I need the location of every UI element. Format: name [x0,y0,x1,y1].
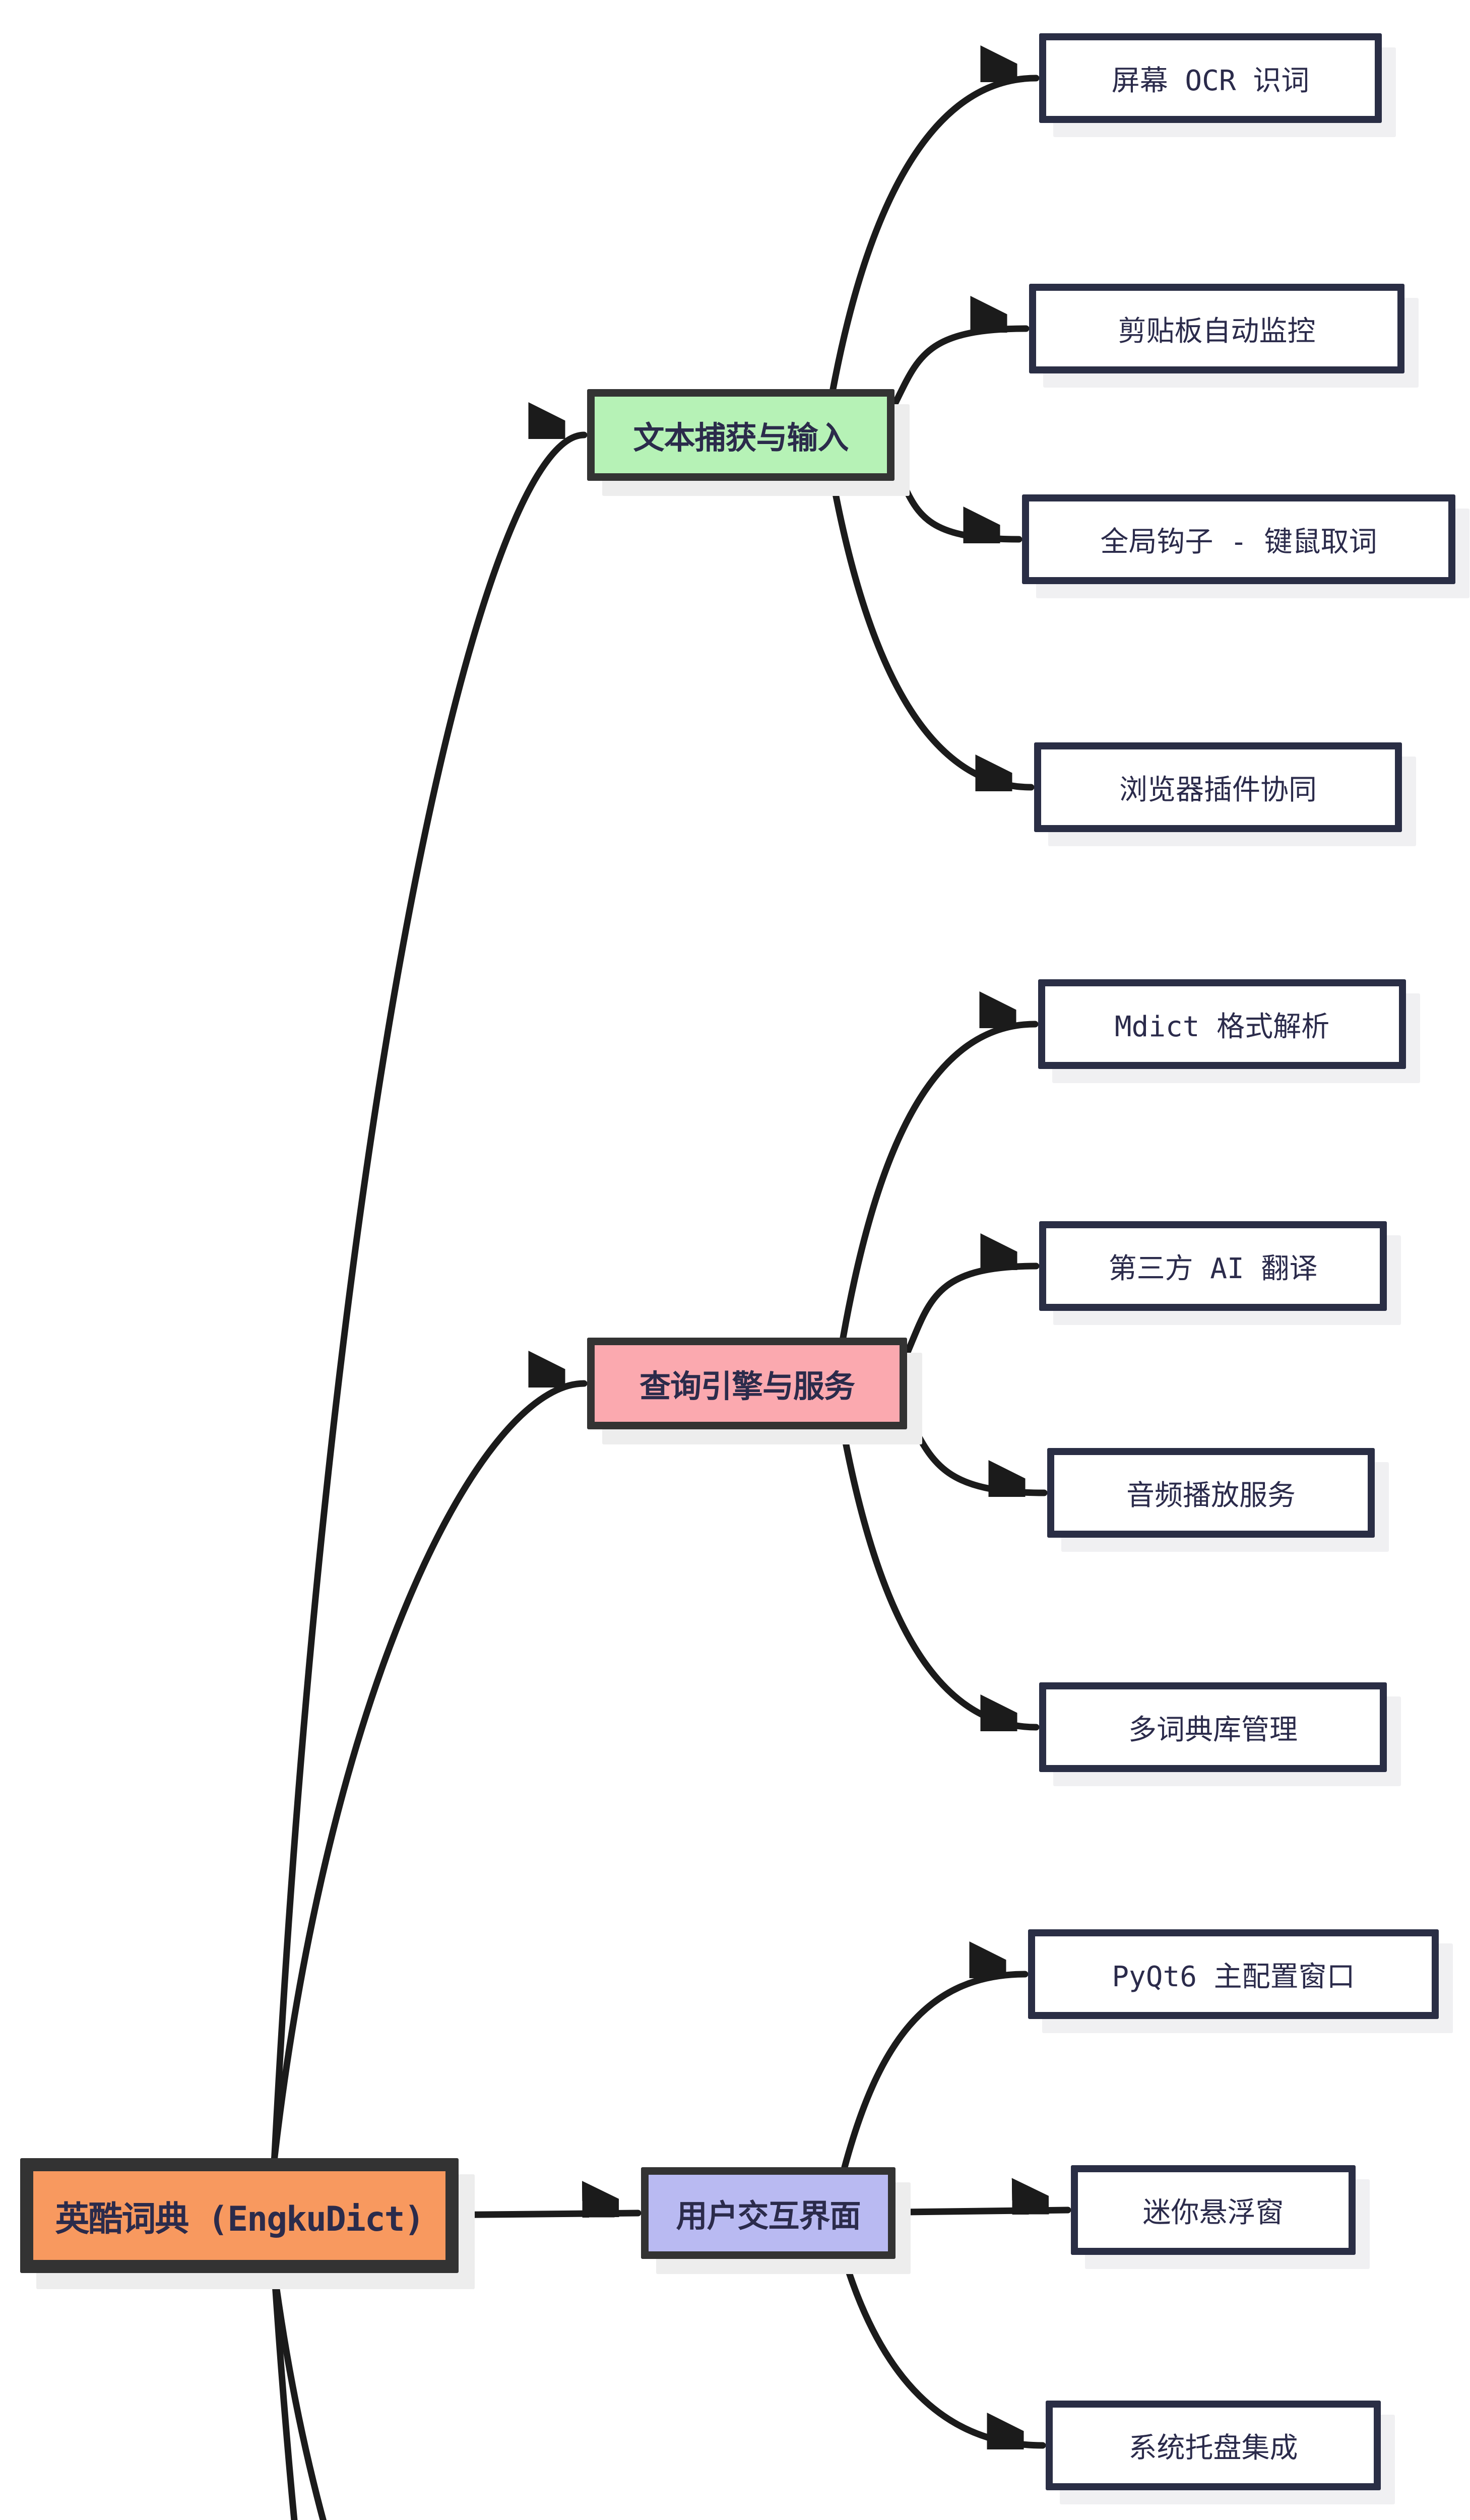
node-leaf-global-hook: 全局钩子 - 键鼠取词 [1022,494,1455,584]
edge-branch-text-capture-to-leaf-screen-ocr [829,78,1040,393]
edge-root-to-branch-web-data [271,2270,327,2520]
node-branch-ui: 用户交互界面 [641,2167,896,2259]
edge-root-to-branch-ui [455,2213,642,2218]
node-leaf-ai-translate: 第三方 AI 翻译 [1039,1221,1387,1311]
node-leaf-clipboard: 剪贴板自动监控 [1029,284,1404,373]
node-leaf-tray: 系统托盘集成 [1046,2401,1381,2490]
edge-branch-text-capture-to-leaf-global-hook [891,462,1022,539]
edge-branch-query-engine-to-leaf-multi-dict [840,1426,1040,1727]
edge-branch-ui-to-leaf-tray [841,2255,1046,2445]
edge-branch-query-engine-to-leaf-audio [904,1410,1048,1493]
edge-root-to-branch-external [271,2270,298,2520]
edge-branch-text-capture-to-leaf-clipboard [891,329,1030,408]
node-branch-text-capture: 文本捕获与输入 [587,389,894,481]
node-branch-query-engine: 查询引擎与服务 [587,1338,907,1429]
node-leaf-mini-float: 迷你悬浮窗 [1071,2165,1356,2255]
edge-branch-text-capture-to-leaf-browser-plugin [829,477,1035,787]
node-leaf-pyqt6: PyQt6 主配置窗口 [1028,1929,1439,2019]
node-leaf-multi-dict: 多词典库管理 [1039,1682,1387,1772]
edge-root-to-branch-text-capture [271,435,588,2162]
edge-branch-query-engine-to-leaf-ai-translate [904,1266,1040,1357]
edge-branch-ui-to-leaf-pyqt6 [841,1974,1029,2171]
edge-branch-query-engine-to-leaf-mdict [840,1024,1039,1341]
node-leaf-screen-ocr: 屏幕 OCR 识词 [1039,33,1382,123]
edge-root-to-branch-query-engine [271,1383,588,2162]
node-leaf-browser-plugin: 浏览器插件协同 [1034,742,1402,832]
edge-branch-ui-to-leaf-mini-float [892,2210,1071,2216]
node-leaf-audio: 音频播放服务 [1047,1448,1375,1538]
node-root: 英酷词典 (EngkuDict) [20,2158,459,2273]
node-leaf-mdict: Mdict 格式解析 [1038,979,1406,1069]
